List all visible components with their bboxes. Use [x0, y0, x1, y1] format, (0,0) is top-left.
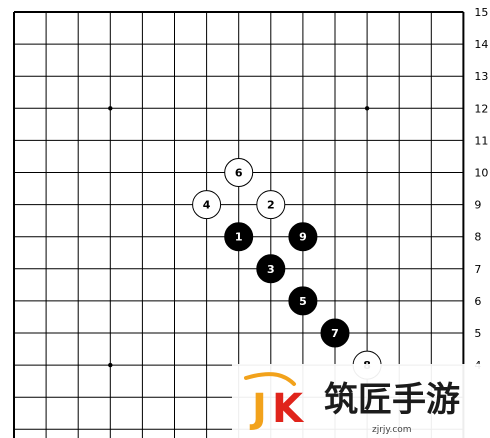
row-label: 10	[474, 167, 488, 180]
star-point	[364, 106, 370, 111]
black-stone[interactable]: 3	[256, 254, 286, 284]
row-label: 8	[474, 231, 481, 244]
row-labels: 151413121110987654	[474, 6, 488, 372]
move-number: 5	[299, 295, 307, 308]
row-label: 13	[474, 70, 488, 83]
star-point	[108, 362, 113, 368]
row-label: 12	[474, 102, 488, 115]
black-stone[interactable]: 5	[288, 286, 318, 316]
row-label: 6	[474, 295, 481, 308]
watermark-brand: 筑匠手游	[324, 380, 460, 420]
row-label: 5	[474, 327, 481, 340]
move-number: 7	[331, 327, 339, 340]
logo-k-letter: K	[272, 386, 305, 432]
move-number: 6	[235, 167, 243, 180]
black-stone[interactable]: 9	[288, 222, 318, 252]
row-label: 9	[474, 199, 481, 212]
white-stone[interactable]: 4	[192, 190, 222, 220]
move-number: 2	[267, 199, 275, 212]
row-label: 7	[474, 263, 481, 276]
move-number: 3	[267, 263, 275, 276]
row-label: 11	[474, 134, 488, 147]
row-label: 15	[474, 6, 488, 19]
stone-disc	[192, 190, 222, 220]
black-stone[interactable]: 7	[320, 318, 350, 348]
star-point	[108, 106, 113, 111]
watermark: J K 筑匠手游 zjrjy.com	[232, 364, 490, 438]
black-stone[interactable]: 1	[224, 222, 254, 252]
stone-disc	[320, 318, 350, 348]
row-label: 14	[474, 38, 488, 51]
stone-disc	[224, 158, 254, 187]
move-number: 4	[203, 199, 211, 212]
jk-logo: J K	[244, 372, 305, 432]
stone-disc	[224, 222, 254, 252]
white-stone[interactable]: 2	[256, 190, 286, 220]
move-number: 1	[235, 231, 243, 244]
stone-disc	[288, 222, 318, 252]
watermark-url: zjrjy.com	[372, 425, 412, 435]
white-stone[interactable]: 6	[224, 158, 254, 187]
star-points	[108, 106, 370, 368]
move-number: 9	[299, 231, 307, 244]
stone-disc	[288, 286, 318, 316]
stone-disc	[256, 190, 286, 220]
stone-disc	[256, 254, 286, 284]
logo-j-letter: J	[249, 386, 267, 432]
